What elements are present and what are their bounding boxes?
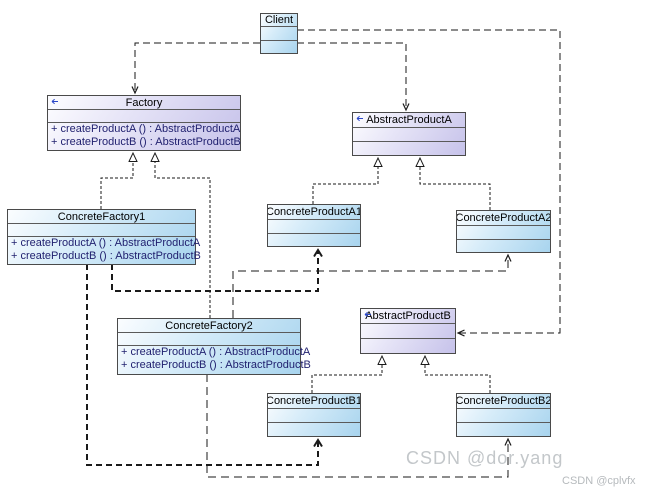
- realization-concreteproducta1-abstractproducta: [312, 158, 378, 204]
- method-compartment: [361, 339, 455, 353]
- class-name-label: AbstractProductB: [365, 310, 451, 322]
- class-concreteproductb1[interactable]: ConcreteProductB1: [267, 393, 361, 437]
- attribute-compartment: [268, 409, 360, 423]
- attribute-compartment: [457, 226, 550, 240]
- class-name-label: ConcreteProductA2: [457, 212, 550, 224]
- method-compartment: + createProductA () : AbstractProductA +…: [8, 237, 201, 263]
- class-title: ConcreteProductA2: [457, 211, 550, 226]
- dependency-concretefactory2-concreteproductb2: [206, 374, 508, 478]
- method-compartment: [261, 41, 297, 54]
- realization-concreteproductb2-abstractproductb: [425, 356, 491, 393]
- method-label: + createProductA () : AbstractProductA: [51, 123, 241, 135]
- class-concreteproducta2[interactable]: ConcreteProductA2: [456, 210, 551, 253]
- class-title: ConcreteFactory2: [118, 319, 300, 333]
- method-compartment: + createProductA () : AbstractProductA +…: [118, 346, 311, 372]
- class-title: ConcreteProductB1: [268, 394, 360, 409]
- interface-factory[interactable]: Factory + createProductA () : AbstractPr…: [47, 95, 241, 151]
- class-title: AbstractProductB: [361, 309, 455, 324]
- method-compartment: + createProductA () : AbstractProductA +…: [48, 123, 241, 149]
- realization-concretefactory2-factory: [155, 153, 211, 318]
- class-name-label: ConcreteProductB1: [268, 395, 360, 407]
- interface-icon: [363, 311, 372, 318]
- class-name-label: Factory: [125, 96, 163, 109]
- class-name-label: ConcreteFactory1: [57, 210, 146, 223]
- class-title: Factory: [48, 96, 240, 110]
- realization-concreteproductb1-abstractproductb: [311, 356, 382, 393]
- attribute-compartment: [457, 409, 550, 423]
- class-name-label: AbstractProductA: [366, 114, 452, 126]
- watermark-primary: CSDN @dor.yang: [406, 448, 564, 468]
- dependency-client-factory: [135, 42, 260, 93]
- attribute-compartment: [48, 110, 240, 123]
- class-title: AbstractProductA: [353, 113, 465, 128]
- class-concretefactory1[interactable]: ConcreteFactory1 + createProductA () : A…: [7, 209, 201, 265]
- interface-icon: [355, 115, 364, 122]
- watermark-secondary: CSDN @cplvfx: [562, 475, 636, 487]
- attribute-compartment: [361, 324, 455, 339]
- dependency-concretefactory1-concreteproductb1: [86, 264, 318, 466]
- attribute-compartment: [268, 220, 360, 234]
- dependency-concretefactory2-concreteproducta2: [232, 255, 508, 318]
- interface-abstractproducta[interactable]: AbstractProductA: [352, 112, 466, 156]
- realization-concreteproducta2-abstractproducta: [420, 158, 491, 210]
- interface-icon: [50, 98, 59, 105]
- class-title: ConcreteProductA1: [268, 205, 360, 220]
- class-name-label: ConcreteFactory2: [165, 319, 253, 332]
- method-compartment: [353, 142, 465, 155]
- method-label: + createProductB () : AbstractProductB: [11, 250, 201, 262]
- method-label: + createProductB () : AbstractProductB: [51, 136, 241, 148]
- class-title: ConcreteFactory1: [8, 210, 195, 224]
- class-title: ConcreteProductB2: [457, 394, 550, 409]
- realization-concretefactory1-factory: [100, 153, 133, 209]
- class-concreteproducta1[interactable]: ConcreteProductA1: [267, 204, 361, 247]
- attribute-compartment: [118, 333, 300, 346]
- class-title: Client: [261, 14, 297, 27]
- class-name-label: ConcreteProductA1: [268, 206, 360, 218]
- attribute-compartment: [353, 128, 465, 142]
- class-name-label: Client: [264, 14, 294, 26]
- class-concreteproductb2[interactable]: ConcreteProductB2: [456, 393, 551, 437]
- class-client[interactable]: Client: [260, 13, 298, 54]
- method-compartment: [268, 234, 360, 247]
- dependency-client-abstractproductb: [297, 29, 561, 333]
- attribute-compartment: [261, 27, 297, 41]
- interface-abstractproductb[interactable]: AbstractProductB: [360, 308, 456, 354]
- class-concretefactory2[interactable]: ConcreteFactory2 + createProductA () : A…: [117, 318, 311, 375]
- method-label: + createProductA () : AbstractProductA: [121, 346, 311, 358]
- method-compartment: [457, 423, 550, 436]
- attribute-compartment: [8, 224, 195, 237]
- method-compartment: [268, 423, 360, 436]
- dependency-client-abstractproducta: [297, 42, 406, 110]
- method-label: + createProductA () : AbstractProductA: [11, 237, 201, 249]
- method-label: + createProductB () : AbstractProductB: [121, 359, 311, 371]
- method-compartment: [457, 240, 550, 253]
- class-name-label: ConcreteProductB2: [457, 395, 550, 407]
